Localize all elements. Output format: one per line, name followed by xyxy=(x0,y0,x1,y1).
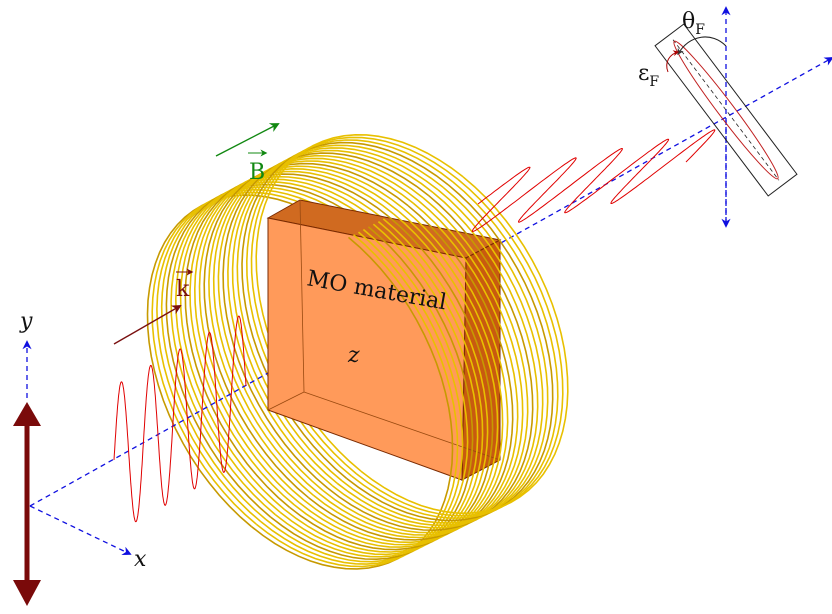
coil-turn-front xyxy=(351,181,559,519)
transmitted-wave xyxy=(471,129,716,233)
coil-turn-front xyxy=(331,191,539,529)
coil-turn-back xyxy=(146,194,349,528)
block-hidden-edge xyxy=(267,391,305,411)
k-vector-label: k xyxy=(176,277,190,302)
coil-turn-back xyxy=(189,170,394,506)
x-axis-label: x xyxy=(134,547,147,572)
k-vector-arrow xyxy=(113,305,182,345)
coil-turn-front xyxy=(284,218,489,553)
coil-back-turns xyxy=(146,133,464,528)
coil-turn-front xyxy=(360,176,569,515)
coil-turn-back xyxy=(212,157,419,494)
coil-turn-back xyxy=(156,188,359,523)
coil-front-turns xyxy=(251,176,569,570)
coil-turn-back xyxy=(165,183,369,518)
coil-turn-front xyxy=(298,210,504,546)
coil-turn-front xyxy=(346,184,554,522)
vertical-polarization-arrow-icon xyxy=(13,402,41,606)
coil-turn-back xyxy=(170,181,374,516)
block-hidden-edge xyxy=(299,199,305,393)
coil-turn-front xyxy=(293,213,499,548)
coil-turn-front xyxy=(312,202,519,539)
coil-turn-back xyxy=(184,173,389,509)
coil-turn-back xyxy=(227,149,434,487)
output-polarization-analyzer xyxy=(654,6,798,228)
coil-turn-front xyxy=(289,215,494,551)
coil-turn-front xyxy=(270,226,474,561)
y-axis-label: y xyxy=(19,309,33,334)
coil-turn-back xyxy=(193,167,399,504)
analyzer-dashed-axis xyxy=(672,39,780,181)
coil-turn-front xyxy=(355,178,564,517)
coil-turn-front xyxy=(274,223,479,558)
coil-turn-back xyxy=(174,178,379,513)
polarization-ellipse xyxy=(673,40,779,180)
coil-turn-front xyxy=(265,228,469,563)
coil-turn-back xyxy=(198,165,404,501)
coil-turn-back xyxy=(203,162,409,499)
block-front-face xyxy=(267,217,467,481)
coil-turn-back xyxy=(217,154,424,492)
b-field-arrow xyxy=(215,123,280,157)
coil-turn-back xyxy=(222,152,429,489)
coil-turn-back xyxy=(208,160,414,496)
coil-turn-front xyxy=(322,197,529,534)
coil-turn-front xyxy=(279,220,484,556)
coil-turn-front xyxy=(317,199,524,536)
coil-turn-front xyxy=(251,236,454,570)
theta-f-arc xyxy=(677,36,727,56)
coil-turn-front xyxy=(303,207,509,544)
theta-f-label: θF xyxy=(682,9,705,38)
coil-turn-back xyxy=(151,191,354,525)
coil-turn-front xyxy=(308,205,514,541)
coil-turn-front xyxy=(260,231,464,565)
epsilon-f-label: εF xyxy=(638,61,659,90)
coil-turn-front xyxy=(341,186,549,524)
analyzer-frame xyxy=(654,23,798,197)
mo-material-block xyxy=(266,199,502,481)
x-axis-line xyxy=(29,505,132,555)
epsilon-f-arc xyxy=(666,50,680,73)
coil-turn-front xyxy=(255,234,459,568)
z-axis-label: z xyxy=(347,343,360,368)
incident-wave xyxy=(113,315,247,523)
coil-turn-front xyxy=(327,194,534,532)
b-field-label: B xyxy=(249,160,265,185)
coil-turn-front xyxy=(336,189,544,527)
